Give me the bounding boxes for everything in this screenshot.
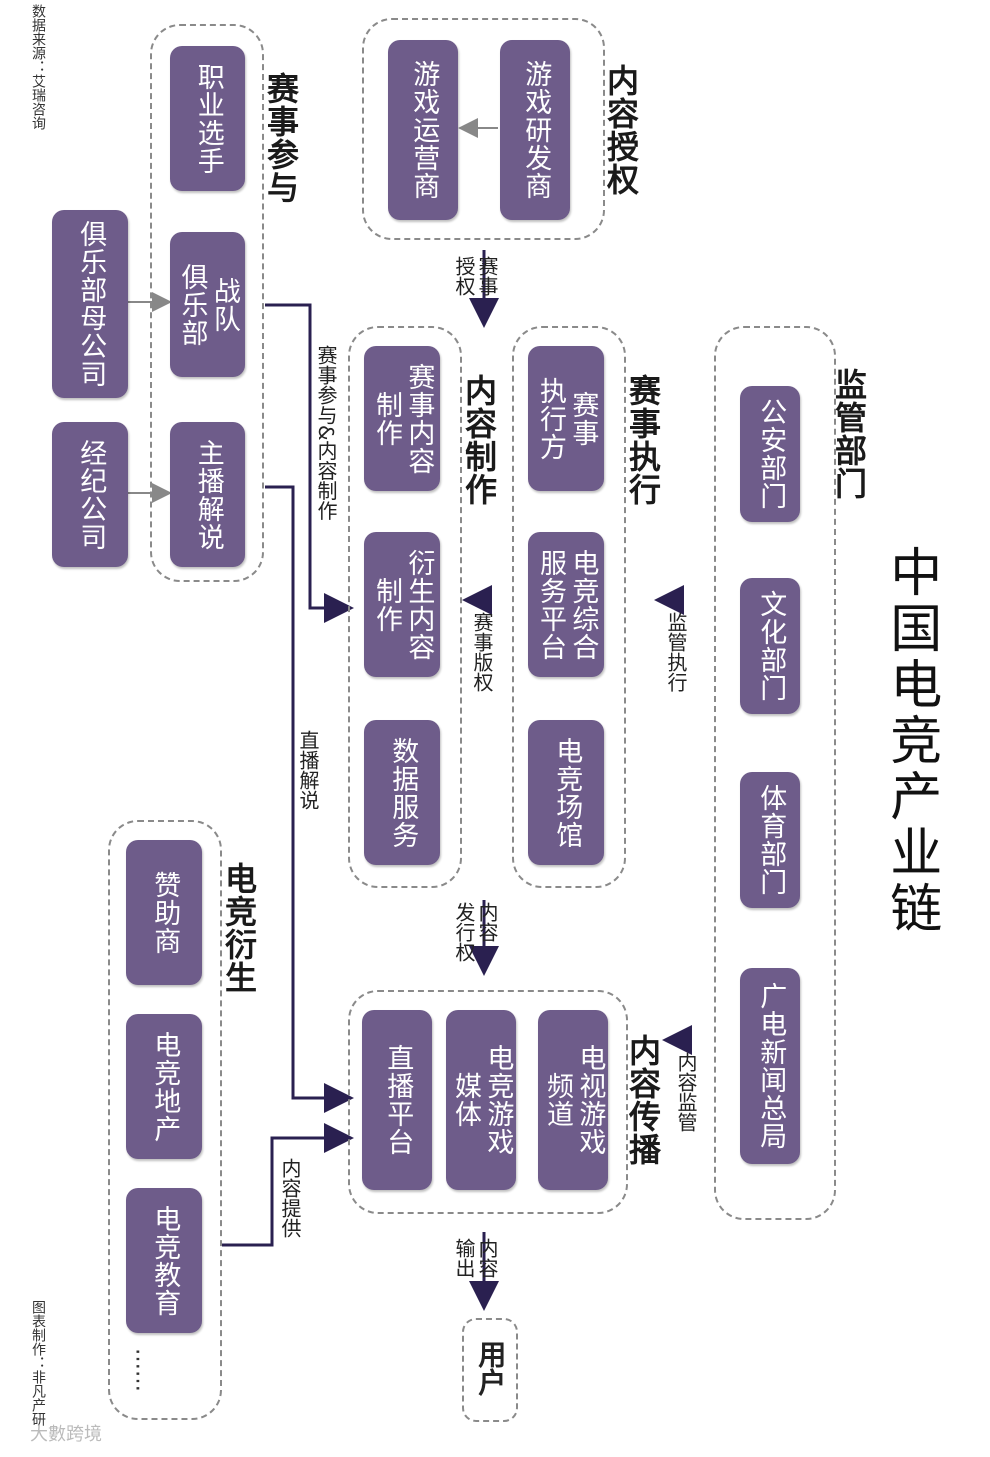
edge-live-commentary [265, 485, 354, 1113]
group-esports-derivatives [108, 820, 222, 1420]
box-derivative-content-production: 衍生内容 制作 [364, 532, 440, 677]
box-culture-dept: 文化部门 [740, 578, 800, 714]
label-participation-production: 赛事参与&内容制作 [314, 345, 338, 521]
group-title-content-license: 内容授权 [602, 64, 640, 196]
group-content-production [348, 326, 462, 888]
box-anchor-commentator: 主播解说 [170, 422, 245, 567]
box-club-parent-company: 俱乐部母公司 [52, 210, 128, 398]
credit-note: 图表制作：非凡产研 [30, 1300, 46, 1426]
box-game-operator: 游戏运营商 [388, 40, 458, 220]
box-esports-media: 电竞游戏 媒体 [446, 1010, 516, 1190]
group-regulators [714, 326, 836, 1220]
box-game-developer: 游戏研发商 [500, 40, 570, 220]
group-title-regulators: 监管部门 [830, 368, 868, 500]
box-team-club: 战队 俱乐部 [170, 232, 245, 377]
label-live-commentary: 直播解说 [296, 730, 320, 810]
ellipsis-more: …… [130, 1348, 156, 1392]
source-note: 数据来源：艾瑞咨询 [30, 4, 46, 130]
group-title-esports-derivatives: 电竞衍生 [220, 862, 258, 994]
box-sarft: 广电新闻总局 [740, 968, 800, 1164]
label-content-publishing: 内容 发行权 [452, 902, 499, 962]
users-label: 用户 [474, 1340, 508, 1396]
box-esports-service-platform: 电竞综合 服务平台 [528, 532, 604, 677]
box-data-service: 数据服务 [364, 720, 440, 865]
group-users [462, 1318, 518, 1422]
box-esports-education: 电竞教育 [126, 1188, 202, 1333]
page-title: 中国电竞产业链 [880, 545, 941, 937]
label-event-license: 赛事 授权 [452, 256, 499, 296]
box-agency-company: 经纪公司 [52, 422, 128, 567]
group-title-content-distribution: 内容传播 [624, 1034, 662, 1166]
box-esports-real-estate: 电竞地产 [126, 1014, 202, 1159]
label-event-copyright: 赛事版权 [470, 612, 494, 692]
box-sponsor: 赞助商 [126, 840, 202, 985]
group-title-event-participation: 赛事参与 [262, 72, 300, 204]
box-esports-venue: 电竞场馆 [528, 720, 604, 865]
box-live-platform: 直播平台 [362, 1010, 432, 1190]
group-event-execution [512, 326, 626, 888]
label-content-provision: 内容提供 [278, 1158, 302, 1238]
edge-participation-production [265, 303, 354, 623]
label-content-output: 内容 输出 [452, 1238, 499, 1278]
group-event-participation [150, 24, 264, 582]
group-content-distribution [348, 990, 628, 1214]
box-sports-dept: 体育部门 [740, 772, 800, 908]
label-supervision-execution: 监管执行 [664, 612, 688, 692]
box-event-executor: 赛事 执行方 [528, 346, 604, 491]
edge-content-provision [222, 1123, 354, 1247]
box-event-content-production: 赛事内容 制作 [364, 346, 440, 491]
box-tv-game-channel: 电视游戏 频道 [538, 1010, 608, 1190]
group-content-license [362, 18, 605, 240]
group-title-event-execution: 赛事执行 [624, 374, 662, 506]
watermark: 大數跨境 [30, 1424, 102, 1445]
label-content-supervision: 内容监管 [674, 1052, 698, 1132]
group-title-content-production: 内容制作 [460, 374, 498, 506]
box-pro-player: 职业选手 [170, 46, 245, 191]
box-public-security: 公安部门 [740, 386, 800, 522]
